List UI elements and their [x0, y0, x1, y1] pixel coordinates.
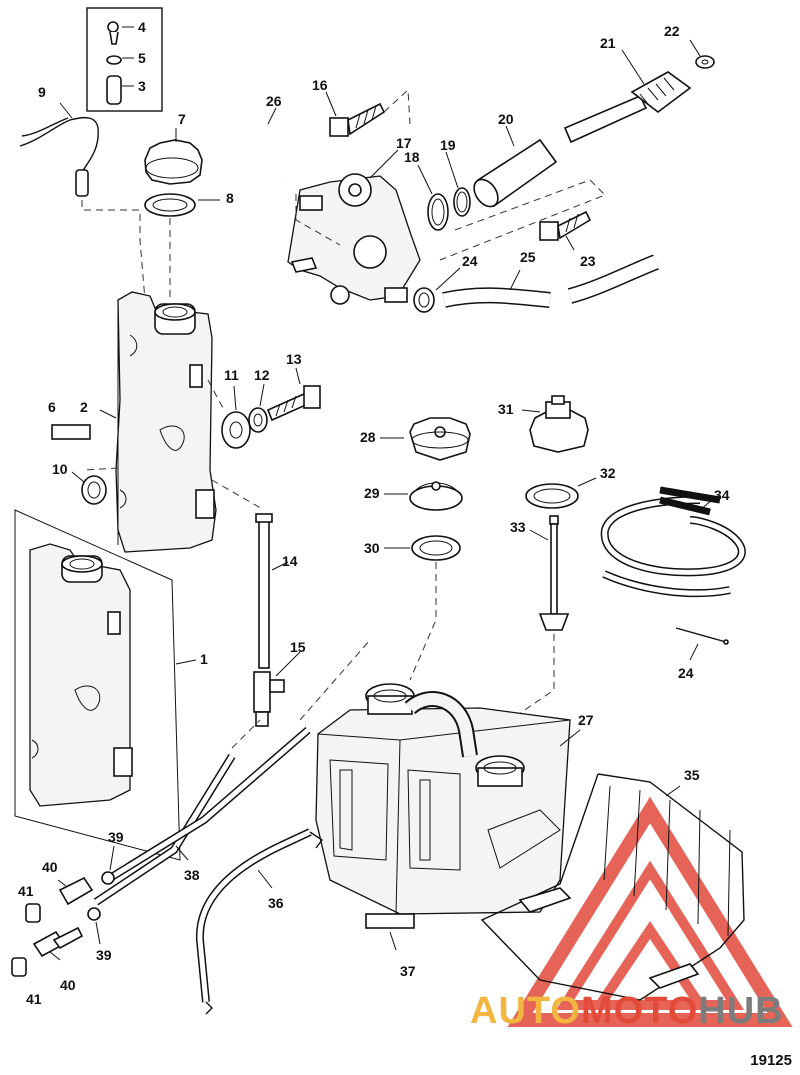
callout-38: 38 [184, 867, 200, 883]
callout-37: 37 [400, 963, 416, 979]
oil-reservoir-part [99, 291, 217, 553]
callout-24-top: 24 [462, 253, 478, 269]
watermark-part-1: AUTO [470, 990, 581, 1032]
callout-13: 13 [286, 351, 302, 367]
callout-1: 1 [200, 651, 208, 667]
fuel-tank-part [315, 683, 581, 915]
callout-28: 28 [360, 429, 376, 445]
o-ring-part [417, 151, 471, 231]
fuel-pickup-part [529, 515, 570, 631]
hose-clamp-part [413, 267, 461, 313]
callout-6: 6 [48, 399, 56, 415]
fuel-cap-part [380, 417, 471, 461]
cotter-pin-part [675, 627, 729, 661]
callout-2: 2 [80, 399, 88, 415]
fuel-connector-part [11, 876, 94, 977]
gasket-part [525, 477, 597, 509]
callout-8: 8 [226, 190, 234, 206]
callout-19: 19 [440, 137, 456, 153]
oil-reservoir-assembly-part [14, 509, 197, 861]
callout-17: 17 [396, 135, 412, 151]
gasket-part [384, 535, 461, 561]
callout-15: 15 [290, 639, 306, 655]
watermark-part-2: MOTO [580, 990, 699, 1032]
watermark-text: AUTOMOTOHUB [470, 990, 784, 1033]
fuel-line-part [600, 486, 746, 598]
watermark-part-3: HUB [698, 990, 784, 1032]
callout-33: 33 [510, 519, 526, 535]
callout-5: 5 [138, 50, 146, 66]
callout-31: 31 [498, 401, 514, 417]
callout-16: 16 [312, 77, 328, 93]
callout-20: 20 [498, 111, 514, 127]
fuel-gauge-cap-part [521, 395, 589, 453]
callout-4: 4 [138, 19, 146, 35]
fitting-part [253, 651, 301, 727]
pickup-tube-part [255, 513, 289, 669]
hose-part [231, 107, 288, 179]
callout-18: 18 [404, 149, 420, 165]
bolt-part [325, 88, 411, 137]
figure-number: 19125 [750, 1052, 792, 1069]
oil-pump-part [287, 149, 421, 305]
callout-40-top: 40 [42, 859, 58, 875]
callout-25: 25 [520, 249, 536, 265]
callout-14: 14 [282, 553, 298, 569]
callout-41-top: 41 [18, 883, 34, 899]
fill-cap-part [144, 128, 220, 217]
grommet-part [71, 471, 107, 505]
callout-23: 23 [580, 253, 596, 269]
callout-39-bottom: 39 [96, 947, 112, 963]
callout-3: 3 [138, 78, 146, 94]
callout-39-top: 39 [108, 829, 124, 845]
callout-26: 26 [266, 93, 282, 109]
callout-41-bottom: 41 [26, 991, 42, 1007]
callout-35: 35 [684, 767, 700, 783]
callout-27: 27 [578, 712, 594, 728]
hose-clamp-part [87, 845, 115, 945]
callout-40-bottom: 40 [60, 977, 76, 993]
callout-11: 11 [224, 367, 239, 383]
callout-29: 29 [364, 485, 380, 501]
callout-12: 12 [254, 367, 270, 383]
callout-9: 9 [38, 84, 46, 100]
sleeve-part [473, 125, 558, 208]
fuel-line-part [93, 726, 311, 906]
callout-24-bottom: 24 [678, 665, 694, 681]
callout-10: 10 [52, 461, 68, 477]
callout-36: 36 [268, 895, 284, 911]
tank-strap-part [195, 828, 324, 1015]
cap-liner-part [384, 481, 463, 511]
washer-part [248, 383, 268, 433]
grommet-part [221, 385, 251, 449]
callout-7: 7 [178, 111, 186, 127]
bolt-part [539, 210, 592, 251]
tank-bracket-part [480, 773, 745, 1001]
wire-harness-part [19, 102, 99, 197]
callout-34: 34 [714, 487, 730, 503]
hardware-box [86, 7, 163, 112]
hose-part [442, 254, 659, 308]
drive-shaft-part [563, 49, 692, 144]
washer-part [689, 39, 715, 69]
label-plate-part [365, 913, 415, 929]
label-plate-part [51, 424, 91, 440]
callout-30: 30 [364, 540, 380, 556]
callout-32: 32 [600, 465, 616, 481]
callout-22: 22 [664, 23, 680, 39]
callout-21: 21 [600, 35, 616, 51]
bolt-part [266, 367, 321, 422]
